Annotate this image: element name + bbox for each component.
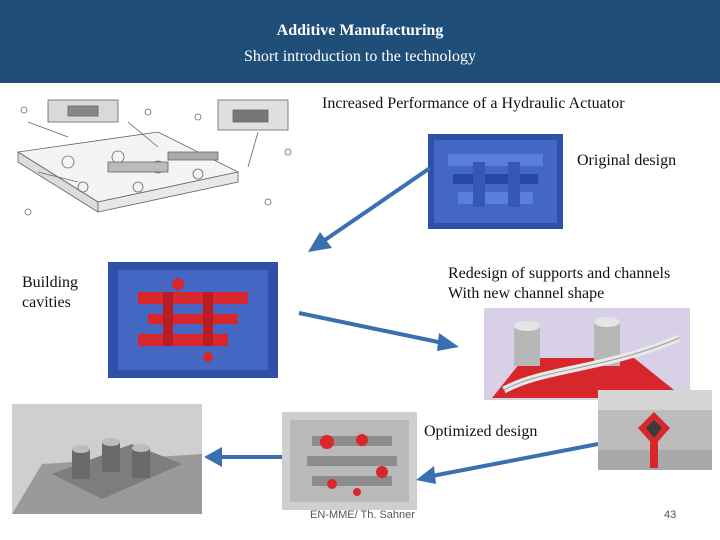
channel-section-image <box>598 390 712 470</box>
page-number: 43 <box>664 509 677 521</box>
printed-part-photo <box>12 404 202 514</box>
arrow-to-photo <box>204 447 282 467</box>
optimized-design-label: Optimized design <box>424 423 538 440</box>
building-cavities-label: Building cavities <box>22 274 79 311</box>
arrow-to-building <box>308 166 432 252</box>
building-cavities-image <box>108 262 278 378</box>
redesign-label: Redesign of supports and channels With n… <box>448 265 671 302</box>
arrow-to-optimized <box>416 442 599 484</box>
arrow-to-redesign <box>298 311 459 351</box>
optimized-design-image <box>282 412 417 510</box>
technical-drawing <box>8 92 308 232</box>
section-heading: Increased Performance of a Hydraulic Act… <box>322 95 625 112</box>
redesign-channel-image <box>484 308 690 400</box>
original-design-image <box>428 134 563 229</box>
slide-title: Additive Manufacturing <box>276 22 444 39</box>
title-bar: Additive Manufacturing Short introductio… <box>0 0 720 83</box>
original-design-label: Original design <box>577 152 677 169</box>
footer-author: EN-MME/ Th. Sahner <box>310 509 415 521</box>
slide-subtitle: Short introduction to the technology <box>244 48 476 65</box>
